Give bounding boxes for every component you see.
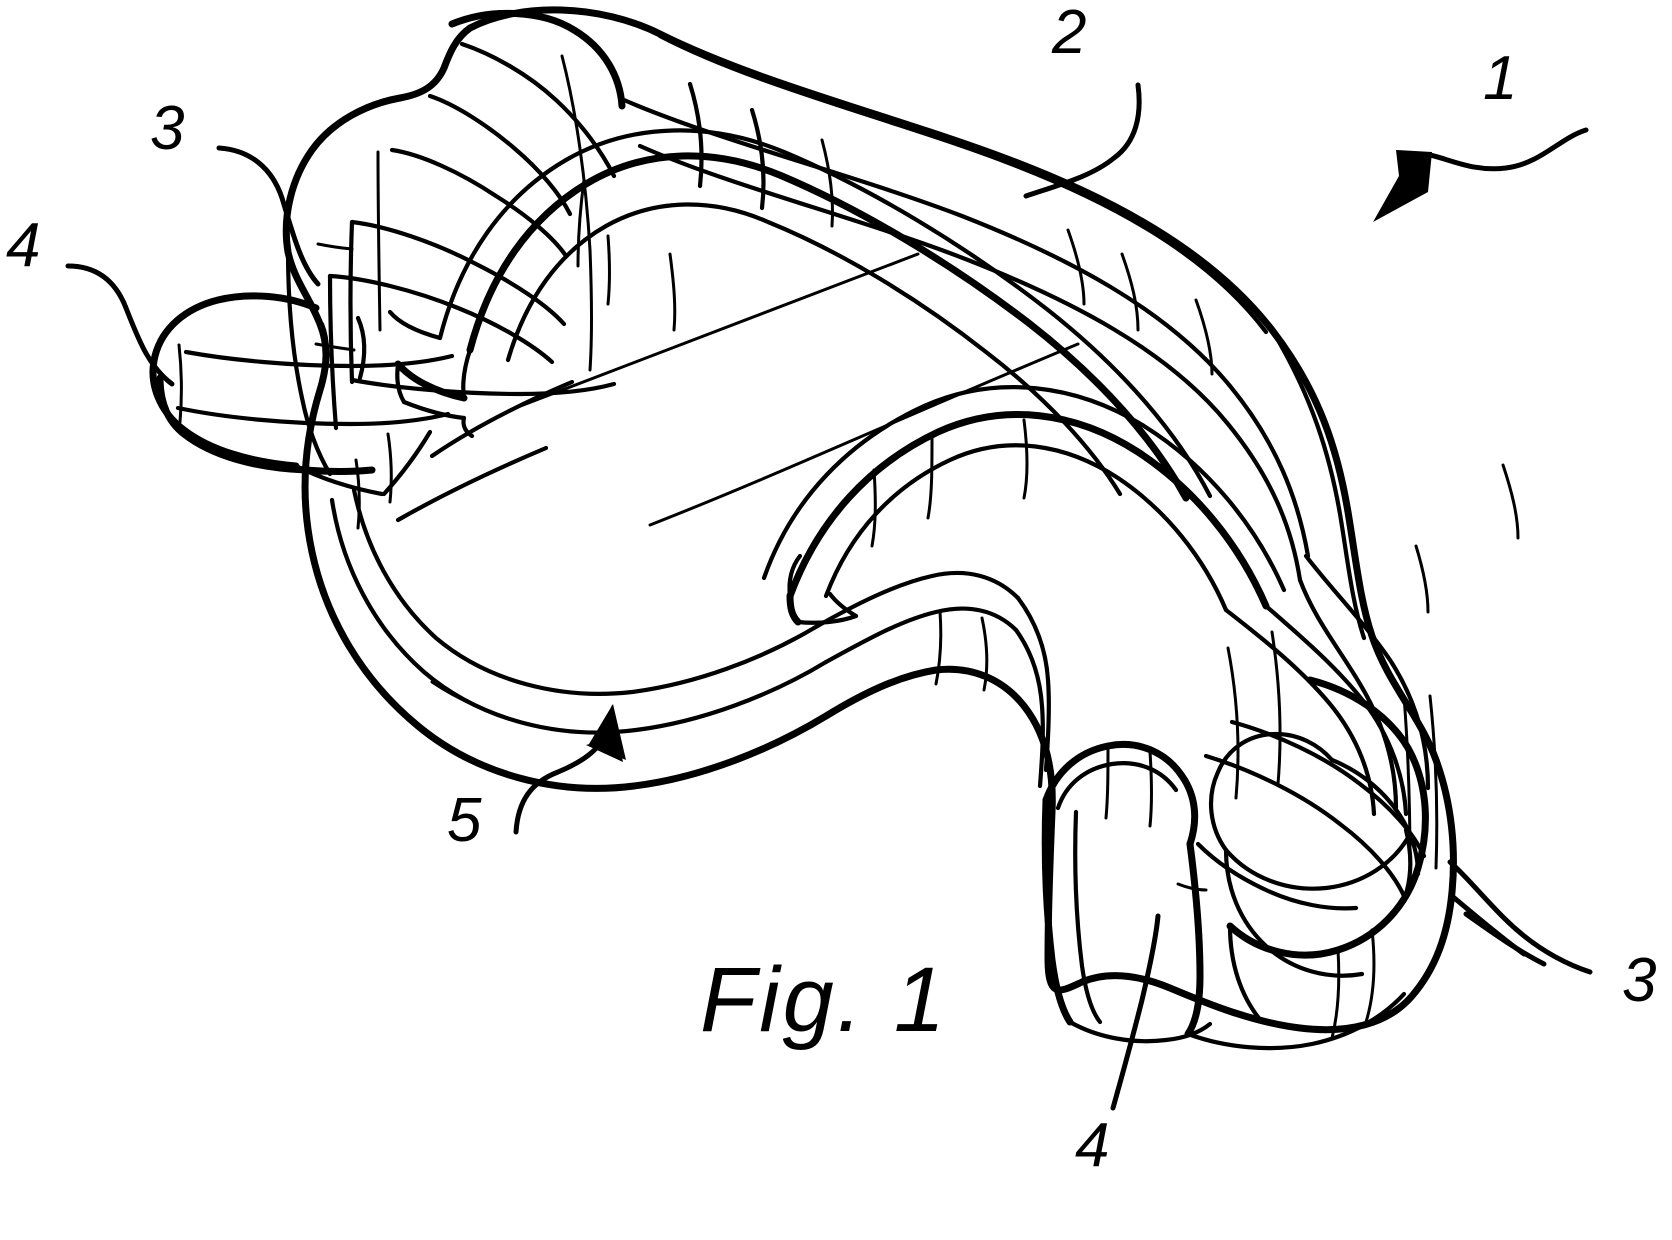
- reference-numeral-1: 1: [1483, 44, 1518, 113]
- right-outer-shoulder: [1223, 327, 1431, 817]
- reference-numeral-5: 5: [447, 786, 482, 855]
- figure-caption: Fig. 1: [700, 949, 949, 1051]
- inner-cushion-rim-top: [387, 128, 1213, 502]
- arrowhead-ref-5-body: [589, 704, 626, 760]
- reference-numeral-2: 2: [1052, 0, 1087, 67]
- leader-lines: [65, 82, 1593, 1111]
- reference-numeral-4-left: 4: [6, 211, 41, 280]
- arrowhead-ref-1: [1373, 150, 1432, 222]
- bottom-front-edge-bands: [329, 487, 1051, 789]
- upper-outer-rim-band: [621, 33, 1520, 583]
- reference-numeral-3-left: 3: [150, 94, 185, 163]
- left-lower-inner-contours: [317, 315, 433, 530]
- right-lobe-cluster: [1041, 630, 1439, 1051]
- reference-numeral-3-right: 3: [1622, 946, 1657, 1015]
- reference-numeral-4-right: 4: [1075, 1111, 1110, 1180]
- upper-left-clip: [285, 9, 626, 477]
- lower-inner-curved-arm: [761, 385, 1287, 626]
- central-plate-creases: [395, 252, 1080, 527]
